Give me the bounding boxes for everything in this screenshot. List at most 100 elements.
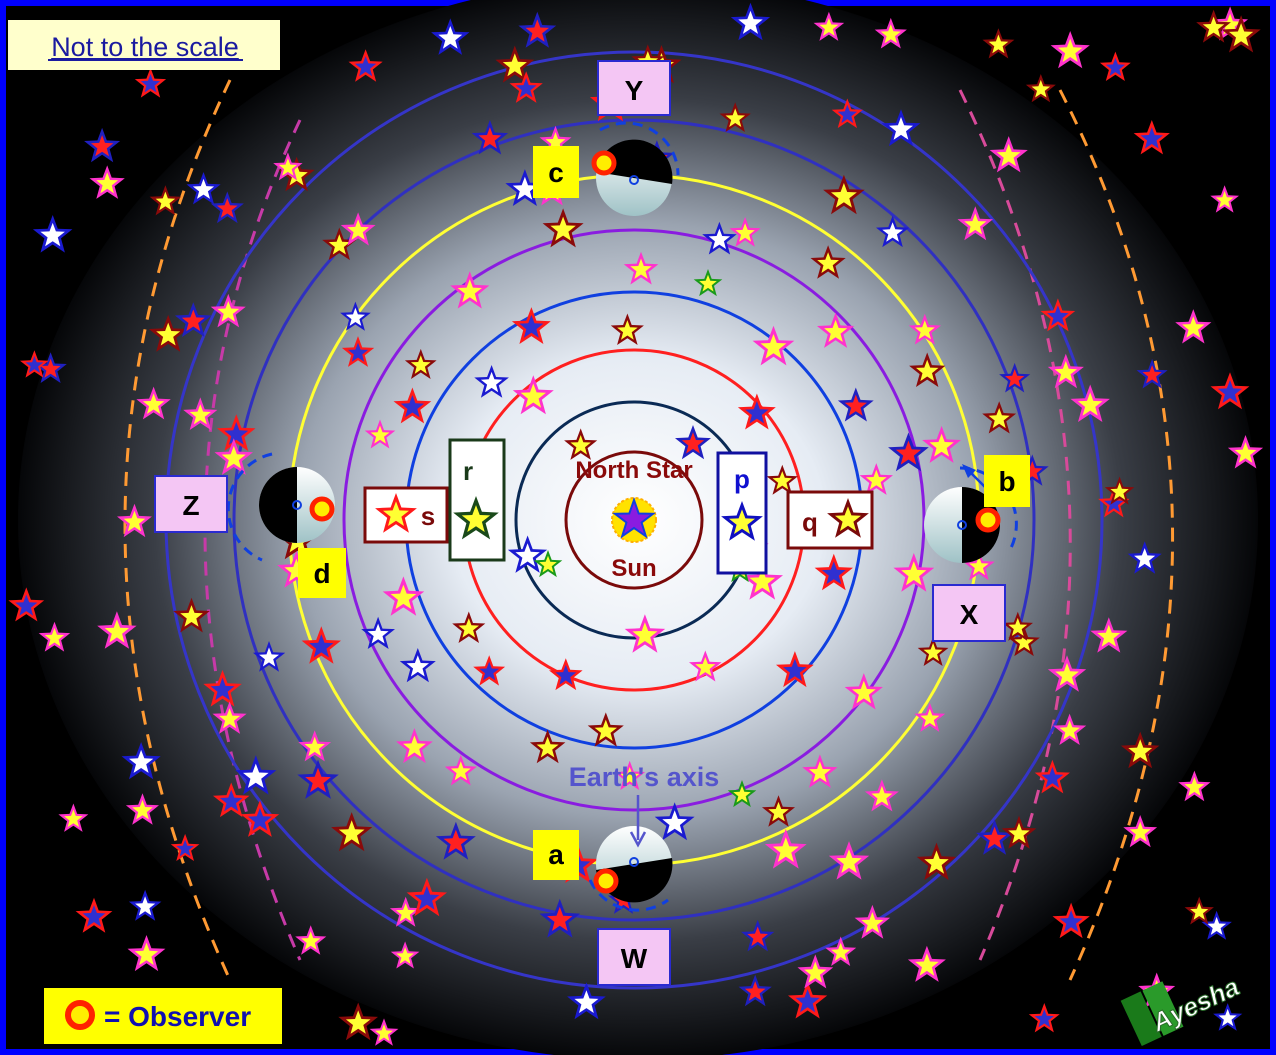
star-icon xyxy=(861,912,884,933)
star-icon xyxy=(44,627,65,647)
star-icon xyxy=(91,135,114,157)
north-star-label: North Star xyxy=(575,457,692,484)
star-icon xyxy=(520,383,546,408)
star-icon xyxy=(733,785,751,803)
star-icon xyxy=(210,677,235,701)
star-icon xyxy=(831,942,851,961)
star-icon xyxy=(836,849,862,873)
star-icon xyxy=(134,942,159,965)
star-icon xyxy=(192,178,215,199)
star-icon xyxy=(969,556,989,576)
star-icon xyxy=(450,761,471,781)
position-label-W: W xyxy=(597,928,671,986)
marker-stars xyxy=(375,493,869,541)
star-icon xyxy=(259,647,279,667)
observer-legend: = Observer xyxy=(44,988,282,1044)
star-marker-q: q xyxy=(786,490,874,550)
star-icon xyxy=(983,826,1007,849)
star-icon xyxy=(871,785,893,806)
svg-text:s: s xyxy=(421,501,435,531)
star-icon xyxy=(243,763,269,788)
star-icon xyxy=(1059,720,1080,740)
star-icon xyxy=(410,355,431,374)
star-icon xyxy=(224,422,249,445)
star-icon xyxy=(1022,461,1043,481)
star-icon xyxy=(1097,624,1121,647)
star-icon xyxy=(745,401,769,424)
star-icon xyxy=(662,810,687,834)
star-icon xyxy=(155,191,176,211)
star-icon xyxy=(915,953,939,976)
star-icon xyxy=(760,334,787,359)
star-icon xyxy=(1190,902,1209,920)
star-icon xyxy=(880,24,901,44)
position-label-Z: Z xyxy=(154,475,228,533)
star-icon xyxy=(920,708,940,727)
star-icon xyxy=(82,905,106,927)
star-icon xyxy=(1229,23,1254,47)
star-icon xyxy=(1055,663,1079,686)
star-icon xyxy=(804,961,827,983)
legend-text: = Observer xyxy=(104,1001,251,1032)
star-icon xyxy=(574,990,599,1013)
star-icon xyxy=(735,223,755,242)
star-icon xyxy=(1110,482,1129,500)
star-icon xyxy=(123,510,146,532)
star-icon xyxy=(1207,916,1227,935)
star-icon xyxy=(964,213,987,235)
svg-text:Z: Z xyxy=(182,490,199,521)
star-icon xyxy=(375,1024,393,1042)
star-icon xyxy=(539,555,557,573)
star-icon xyxy=(480,371,503,393)
star-icon xyxy=(725,108,745,127)
star-icon xyxy=(40,222,65,247)
star-icon xyxy=(768,801,789,822)
star-icon xyxy=(882,222,903,242)
star-icon xyxy=(889,117,913,140)
star-icon xyxy=(632,622,658,647)
dashed-arc-left xyxy=(203,119,302,961)
svg-text:X: X xyxy=(960,599,979,630)
dashed-arc-far-left xyxy=(123,79,232,981)
observer-marker-d xyxy=(309,496,335,522)
star-icon xyxy=(345,307,365,326)
star-icon xyxy=(301,931,321,950)
star-icon xyxy=(865,469,887,490)
sun-label: Sun xyxy=(611,555,656,582)
axis-arrow-head xyxy=(629,831,647,848)
observer-label-b: b xyxy=(984,455,1030,507)
star-icon xyxy=(988,408,1010,429)
star-icon xyxy=(479,661,500,681)
star-icon xyxy=(1014,632,1034,651)
star-icon xyxy=(1078,392,1103,416)
earth-left xyxy=(226,452,335,562)
star-icon xyxy=(248,808,272,831)
star-icon xyxy=(96,172,119,194)
svg-text:p: p xyxy=(734,464,750,494)
svg-text:Y: Y xyxy=(625,75,644,106)
star-icon xyxy=(348,342,369,362)
star-icon xyxy=(219,789,243,812)
svg-text:W: W xyxy=(621,943,648,974)
star-icon xyxy=(1234,442,1257,463)
star-icon xyxy=(370,425,390,444)
star-icon xyxy=(458,618,479,638)
star-icon xyxy=(795,989,820,1013)
star-icon xyxy=(555,664,577,685)
star-icon xyxy=(1142,365,1162,384)
svg-text:b: b xyxy=(998,466,1015,497)
svg-text:q: q xyxy=(802,507,818,537)
star-icon xyxy=(512,176,537,200)
star-icon xyxy=(545,132,566,151)
star-icon xyxy=(1104,493,1124,513)
star-icon xyxy=(176,839,194,857)
star-icon xyxy=(305,767,331,793)
star-icon xyxy=(749,568,776,593)
star-icon xyxy=(772,837,799,862)
star-icon xyxy=(345,1010,371,1034)
star-icon xyxy=(824,319,848,342)
star-icon xyxy=(1031,79,1051,98)
star-icon xyxy=(1219,13,1242,35)
star-icon xyxy=(831,183,857,208)
star-icon xyxy=(129,749,154,773)
